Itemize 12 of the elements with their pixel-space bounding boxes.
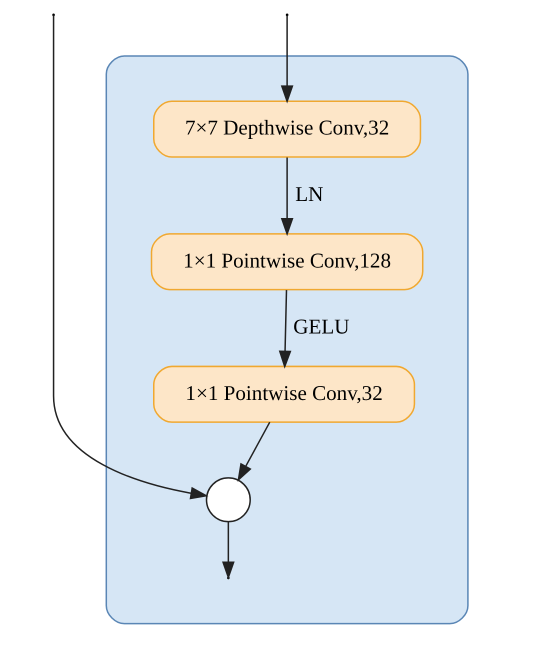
node-box: 1×1 Pointwise Conv,32 <box>153 366 416 423</box>
cluster <box>106 55 469 624</box>
arrow <box>278 290 292 369</box>
edge-label: LN <box>295 182 324 206</box>
arrow <box>280 157 294 236</box>
node-box: 7×7 Depthwise Conv,32 <box>153 100 422 158</box>
edge-label: GELU <box>293 314 350 339</box>
arrow <box>280 15 294 104</box>
node-circle <box>206 477 251 522</box>
arrow <box>52 16 208 500</box>
arrow <box>237 422 270 482</box>
node-box: 1×1 Pointwise Conv,128 <box>150 233 424 290</box>
